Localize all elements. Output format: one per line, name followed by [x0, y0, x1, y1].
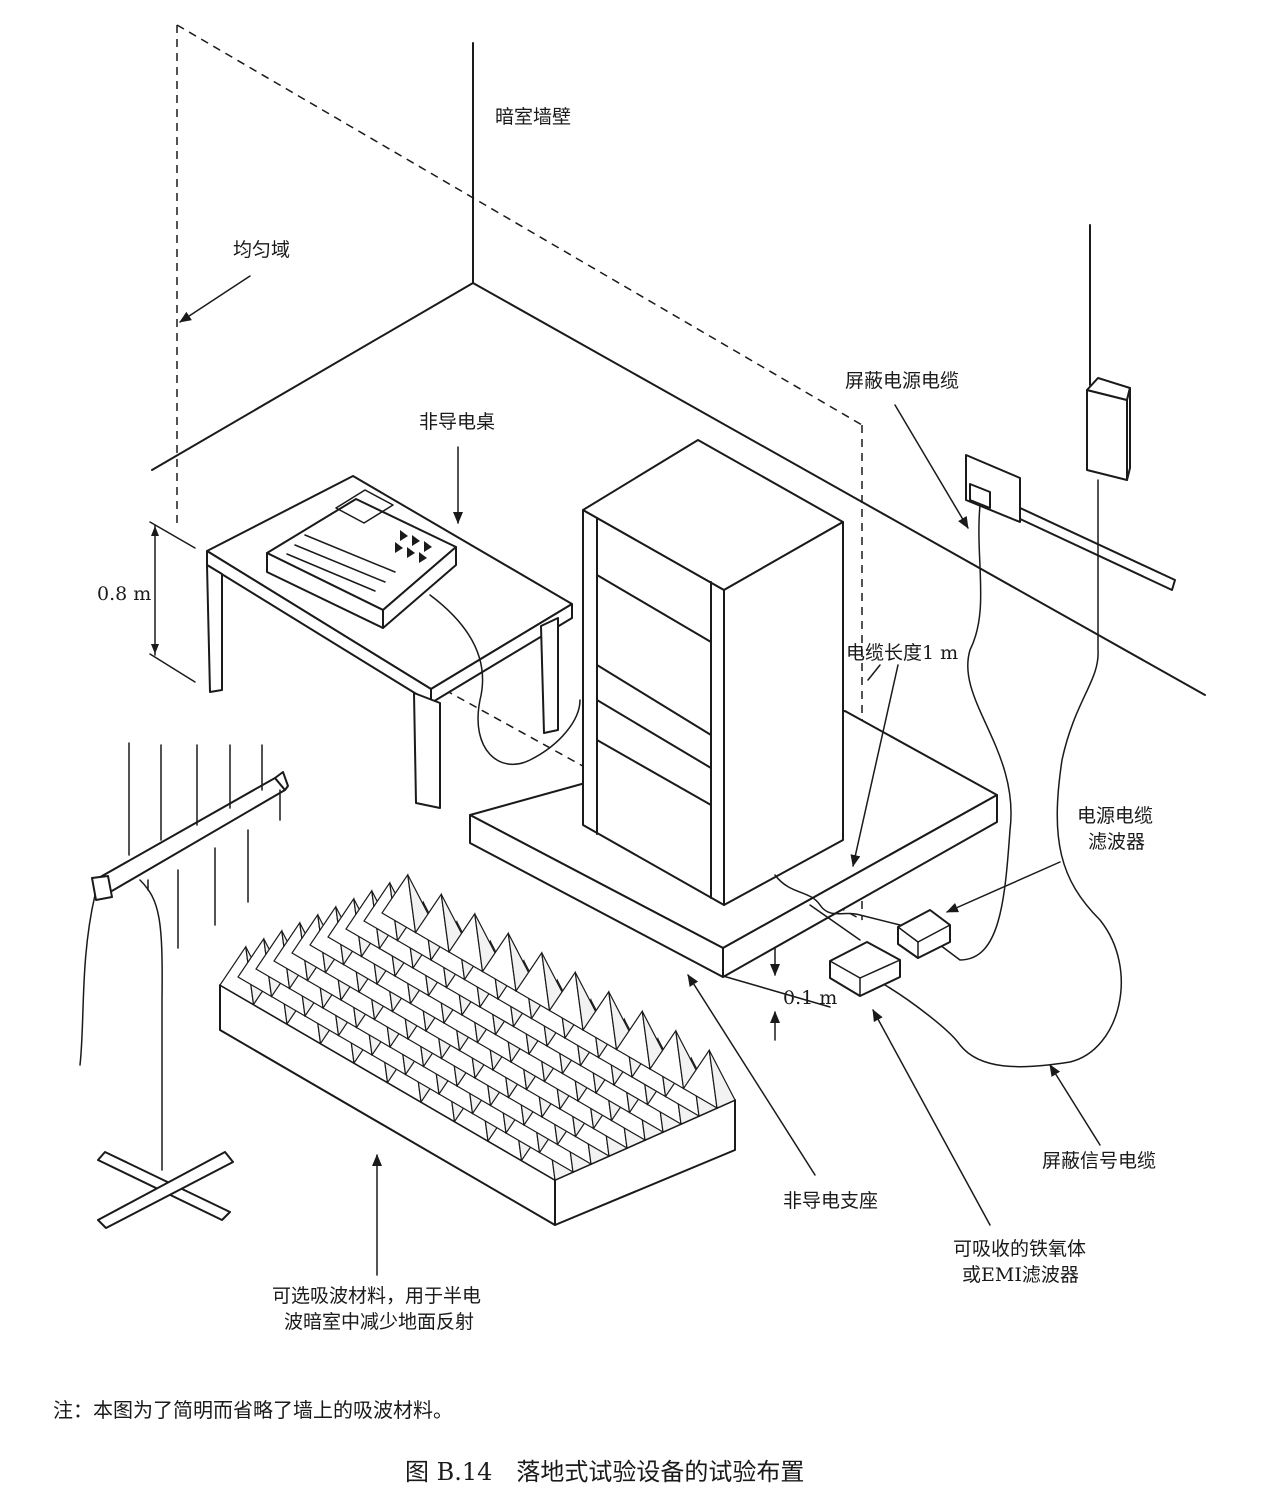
- label-ferrite-1: 可吸收的铁氧体: [953, 1238, 1086, 1260]
- absorber-pyramid-side: [708, 1049, 736, 1109]
- cabinet-icon: [582, 439, 844, 906]
- label-ferrite-2: 或EMI滤波器: [962, 1264, 1079, 1286]
- label-power-filter-2: 滤波器: [1088, 831, 1145, 853]
- label-absorber-2: 波暗室中减少地面反射: [284, 1311, 474, 1333]
- figure-caption: 图 B.14 落地式试验设备的试验布置: [405, 1458, 804, 1486]
- signal-cable: [884, 479, 1122, 1068]
- dimension-08m: [149, 521, 196, 683]
- label-shielded-power-cable: 屏蔽电源电缆: [845, 370, 959, 392]
- socket-icon: [965, 454, 1176, 591]
- power-cable: [939, 504, 1012, 961]
- console-device: [266, 489, 457, 629]
- label-uniform-field: 均匀域: [233, 239, 290, 261]
- label-absorber-1: 可选吸波材料，用于半电: [272, 1285, 481, 1307]
- label-nonconductive-support: 非导电支座: [783, 1190, 878, 1212]
- cabinet-cable: [774, 874, 901, 926]
- dimension-01m: [722, 947, 831, 1041]
- console-buttons-icon: [395, 530, 432, 563]
- label-shielded-signal-cable: 屏蔽信号电缆: [1042, 1150, 1156, 1172]
- label-power-filter-1: 电源电缆: [1077, 805, 1153, 827]
- label-height-08: 0.8 m: [97, 583, 151, 605]
- leader-arrows: [179, 275, 1101, 1276]
- label-height-01: 0.1 m: [783, 987, 837, 1009]
- label-cable-length: 电缆长度1 m: [846, 642, 958, 664]
- wall-pole: [1086, 224, 1131, 481]
- console-cable: [429, 594, 581, 765]
- room-walls: [151, 42, 1206, 696]
- antenna-icon: [79, 742, 289, 1229]
- filter-box-icon: [897, 909, 951, 959]
- absorber-icon: [219, 873, 736, 1226]
- label-nonconductive-table: 非导电桌: [419, 411, 495, 433]
- label-chamber-wall: 暗室墙壁: [495, 106, 571, 128]
- ferrite-box-icon: [829, 941, 901, 997]
- figure-note: 注：本图为了简明而省略了墙上的吸波材料。: [53, 1398, 453, 1422]
